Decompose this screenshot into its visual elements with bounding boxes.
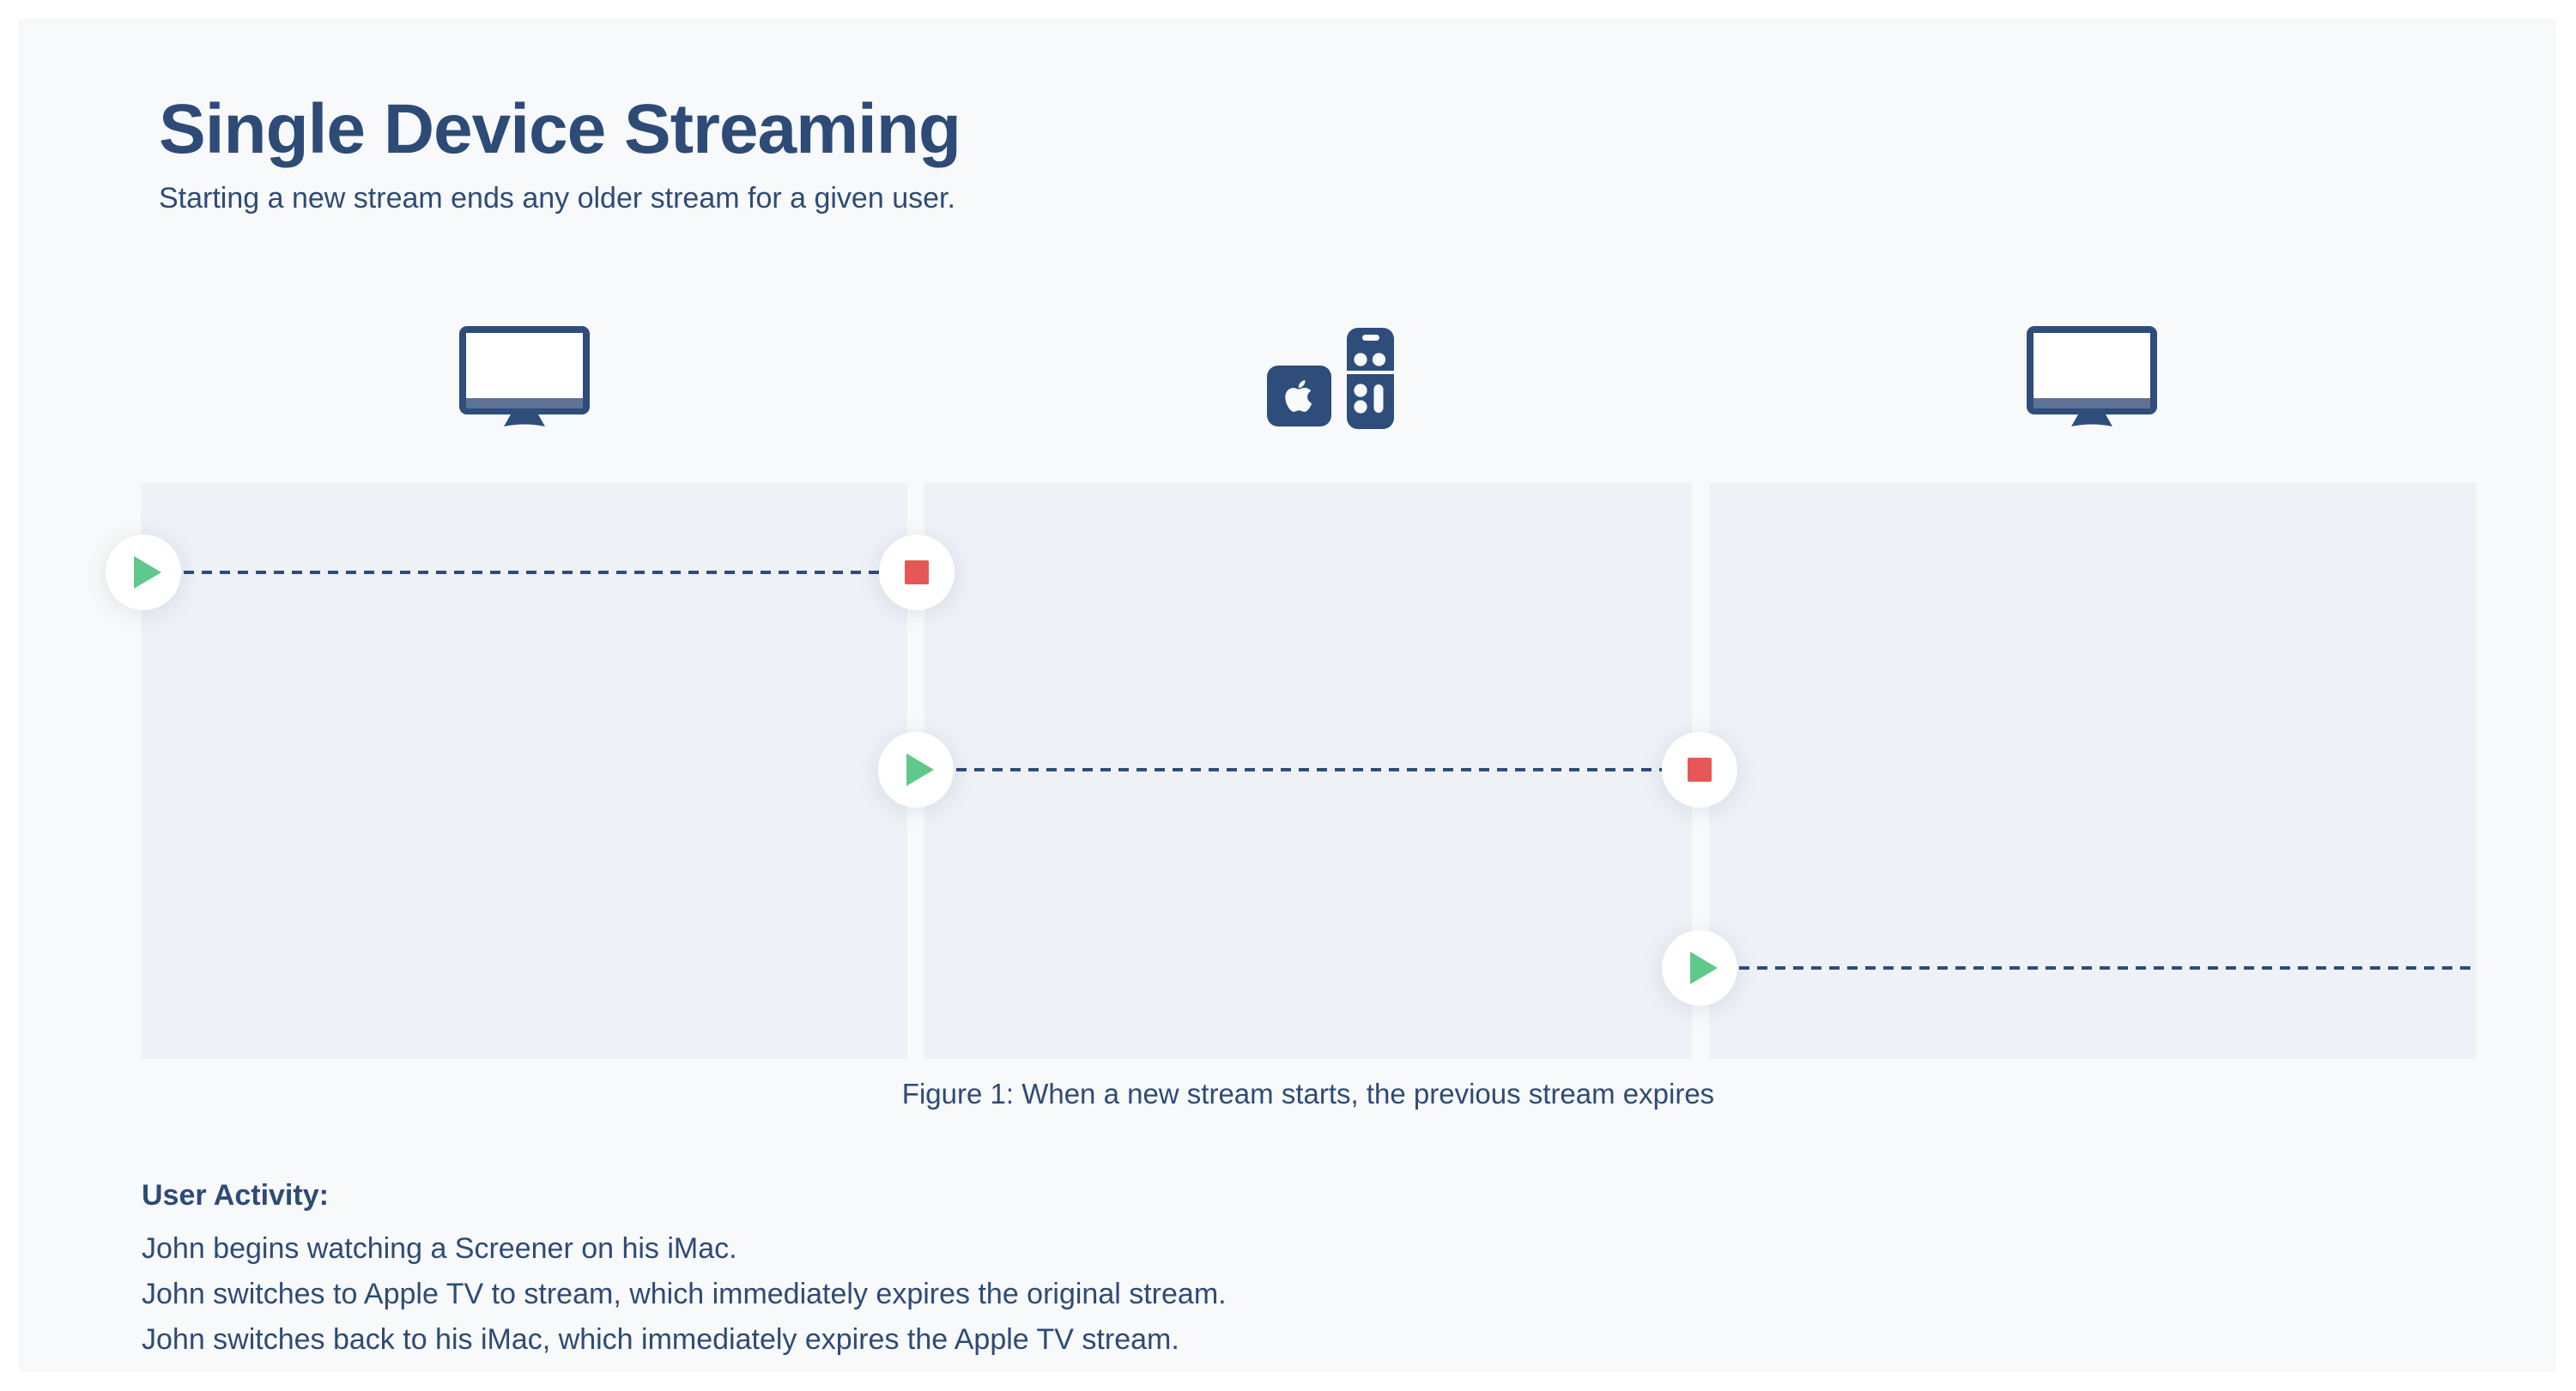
timeline-panels [141,483,2476,1059]
page-subtitle: Starting a new stream ends any older str… [159,182,955,215]
user-activity-section: User Activity: John begins watching a Sc… [142,1179,1227,1363]
timeline-column-imac-first [141,483,908,1059]
timeline-column-imac-second [1708,483,2476,1059]
stream-line-apple-tv [956,768,1662,771]
play-marker-1 [106,535,181,610]
stop-icon [1688,758,1712,782]
user-activity-heading: User Activity: [142,1179,329,1212]
stream-line-imac-2 [1739,966,2476,970]
play-icon [1690,952,1718,984]
stop-marker-2 [1662,732,1737,807]
stop-marker-1 [879,535,955,610]
stream-line-imac-1 [184,571,879,574]
user-activity-item: John begins watching a Screener on his i… [142,1232,737,1265]
play-marker-2 [878,732,954,807]
stop-icon [905,560,929,584]
header: Single Device Streaming Starting a new s… [159,90,961,215]
user-activity-item: John switches back to his iMac, which im… [142,1323,1179,1356]
apple-tv-box-icon [1267,366,1331,431]
imac-icon [2027,326,2157,435]
figure-caption: Figure 1: When a new stream starts, the … [901,1078,1715,1110]
user-activity-item: John switches to Apple TV to stream, whi… [142,1278,1227,1310]
imac-icon [459,326,590,435]
page-title: Single Device Streaming [159,90,961,168]
page-card: Single Device Streaming Starting a new s… [20,20,2555,1371]
play-marker-3 [1662,930,1737,1006]
play-icon [906,753,934,786]
play-icon [134,556,161,589]
apple-tv-with-remote-icon [1267,328,1394,431]
siri-remote-icon [1347,328,1394,433]
